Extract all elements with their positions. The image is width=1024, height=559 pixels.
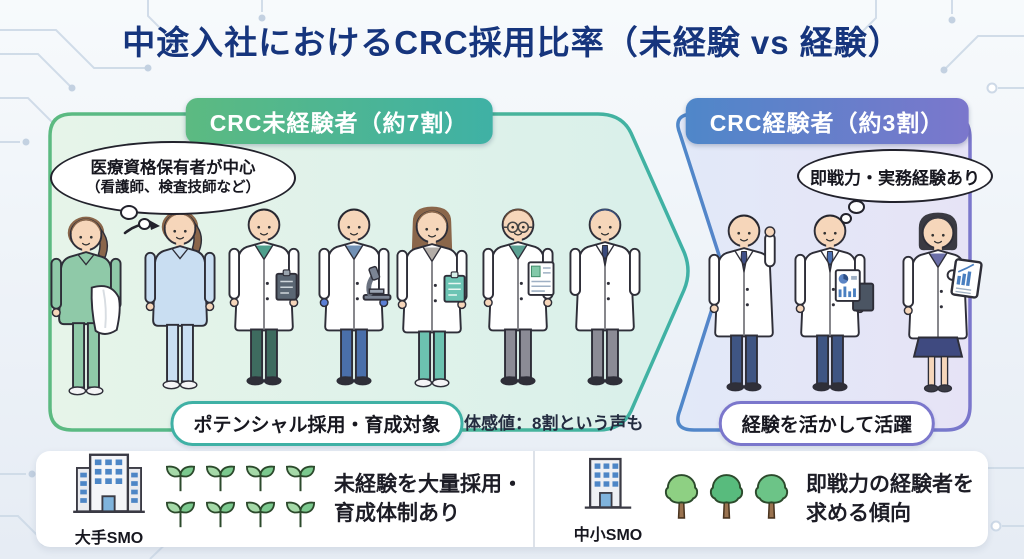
sprout-icons-group (164, 464, 318, 534)
small-smo-text: 即戦力の経験者を 求める傾向 (806, 472, 974, 525)
thought-bubble-line: 即戦力・実務経験あり (810, 168, 980, 188)
small-building-icon (584, 457, 632, 509)
sprout-icon (244, 464, 278, 498)
experienced-male-crc-with-charts (782, 204, 878, 394)
nurse-in-scrubs-holding-white-coat (38, 208, 134, 398)
ratio-note: 体感値：8割という声も (464, 414, 644, 433)
sprout-icon (245, 465, 276, 492)
large-smo-section: 大手SMO 未経験を大量採用・ 育成体制あり (36, 451, 533, 547)
thought-bubble-tail (840, 213, 852, 224)
experienced-male-crc-fist-raised (696, 204, 792, 394)
thought-bubble-tail (848, 200, 865, 214)
sprout-icon (205, 465, 236, 492)
large-smo-label: 大手SMO (74, 529, 144, 547)
male-crc-with-clipboard (216, 198, 312, 388)
male-crc-with-tie (557, 198, 653, 388)
tree-icon (754, 474, 789, 519)
thought-bubble-line: 医療資格保有者が中心 (90, 158, 256, 177)
sprout-icon (204, 500, 238, 534)
tree-icon (753, 473, 790, 525)
tree-icon (709, 474, 744, 519)
sprout-icon (285, 501, 316, 528)
tree-icon (663, 473, 700, 525)
sprout-icon (284, 464, 318, 498)
thought-bubble-line: （看護師、検査技師など） (86, 180, 260, 197)
sprout-icon (244, 500, 278, 534)
thought-bubble-tail (138, 218, 151, 230)
experienced-badge: 経験を活かして活躍 (718, 401, 936, 446)
unexperienced-thought-bubble: 医療資格保有者が中心 （看護師、検査技師など） (50, 141, 296, 215)
page-title: 中途入社におけるCRC採用比率（未経験 vs 経験） (122, 24, 902, 61)
experienced-thought-bubble: 即戦力・実務経験あり (797, 149, 993, 203)
tree-icon (708, 473, 745, 525)
large-building-icon (73, 453, 145, 513)
sprout-icon (165, 501, 196, 528)
sprout-icon (205, 501, 236, 528)
sprout-icon (165, 465, 196, 492)
thought-bubble-tail (120, 205, 138, 220)
unexperienced-badge: ポテンシャル採用・育成対象 (170, 401, 464, 446)
smo-comparison-card: 大手SMO 未経験を大量採用・ 育成体制あり 中小SMO 即戦力の経験者を 求め… (36, 451, 988, 547)
sprout-icon (285, 465, 316, 492)
sprout-icon (164, 500, 198, 534)
small-smo-section: 中小SMO 即戦力の経験者を 求める傾向 (533, 451, 988, 547)
sprout-icon (164, 464, 198, 498)
tree-icon (664, 474, 699, 519)
sprout-icon (245, 501, 276, 528)
unexperienced-header-pill: CRC未経験者（約7割） (185, 98, 493, 144)
nurse-in-uniform (132, 202, 228, 392)
tree-icons-group (663, 473, 790, 525)
male-crc-with-glasses-and-chart (470, 198, 566, 388)
experienced-header-pill: CRC経験者（約3割） (685, 98, 969, 144)
sprout-icon (204, 464, 238, 498)
large-building-icon (73, 451, 145, 522)
small-building-icon (583, 454, 633, 519)
small-smo-label: 中小SMO (573, 526, 643, 544)
large-smo-text: 未経験を大量採用・ 育成体制あり (334, 472, 523, 525)
experienced-female-crc-with-tablet (890, 206, 986, 396)
sprout-icon (284, 500, 318, 534)
female-crc-with-teal-clipboard (384, 200, 480, 390)
male-lab-technician-with-microscope (306, 198, 402, 388)
